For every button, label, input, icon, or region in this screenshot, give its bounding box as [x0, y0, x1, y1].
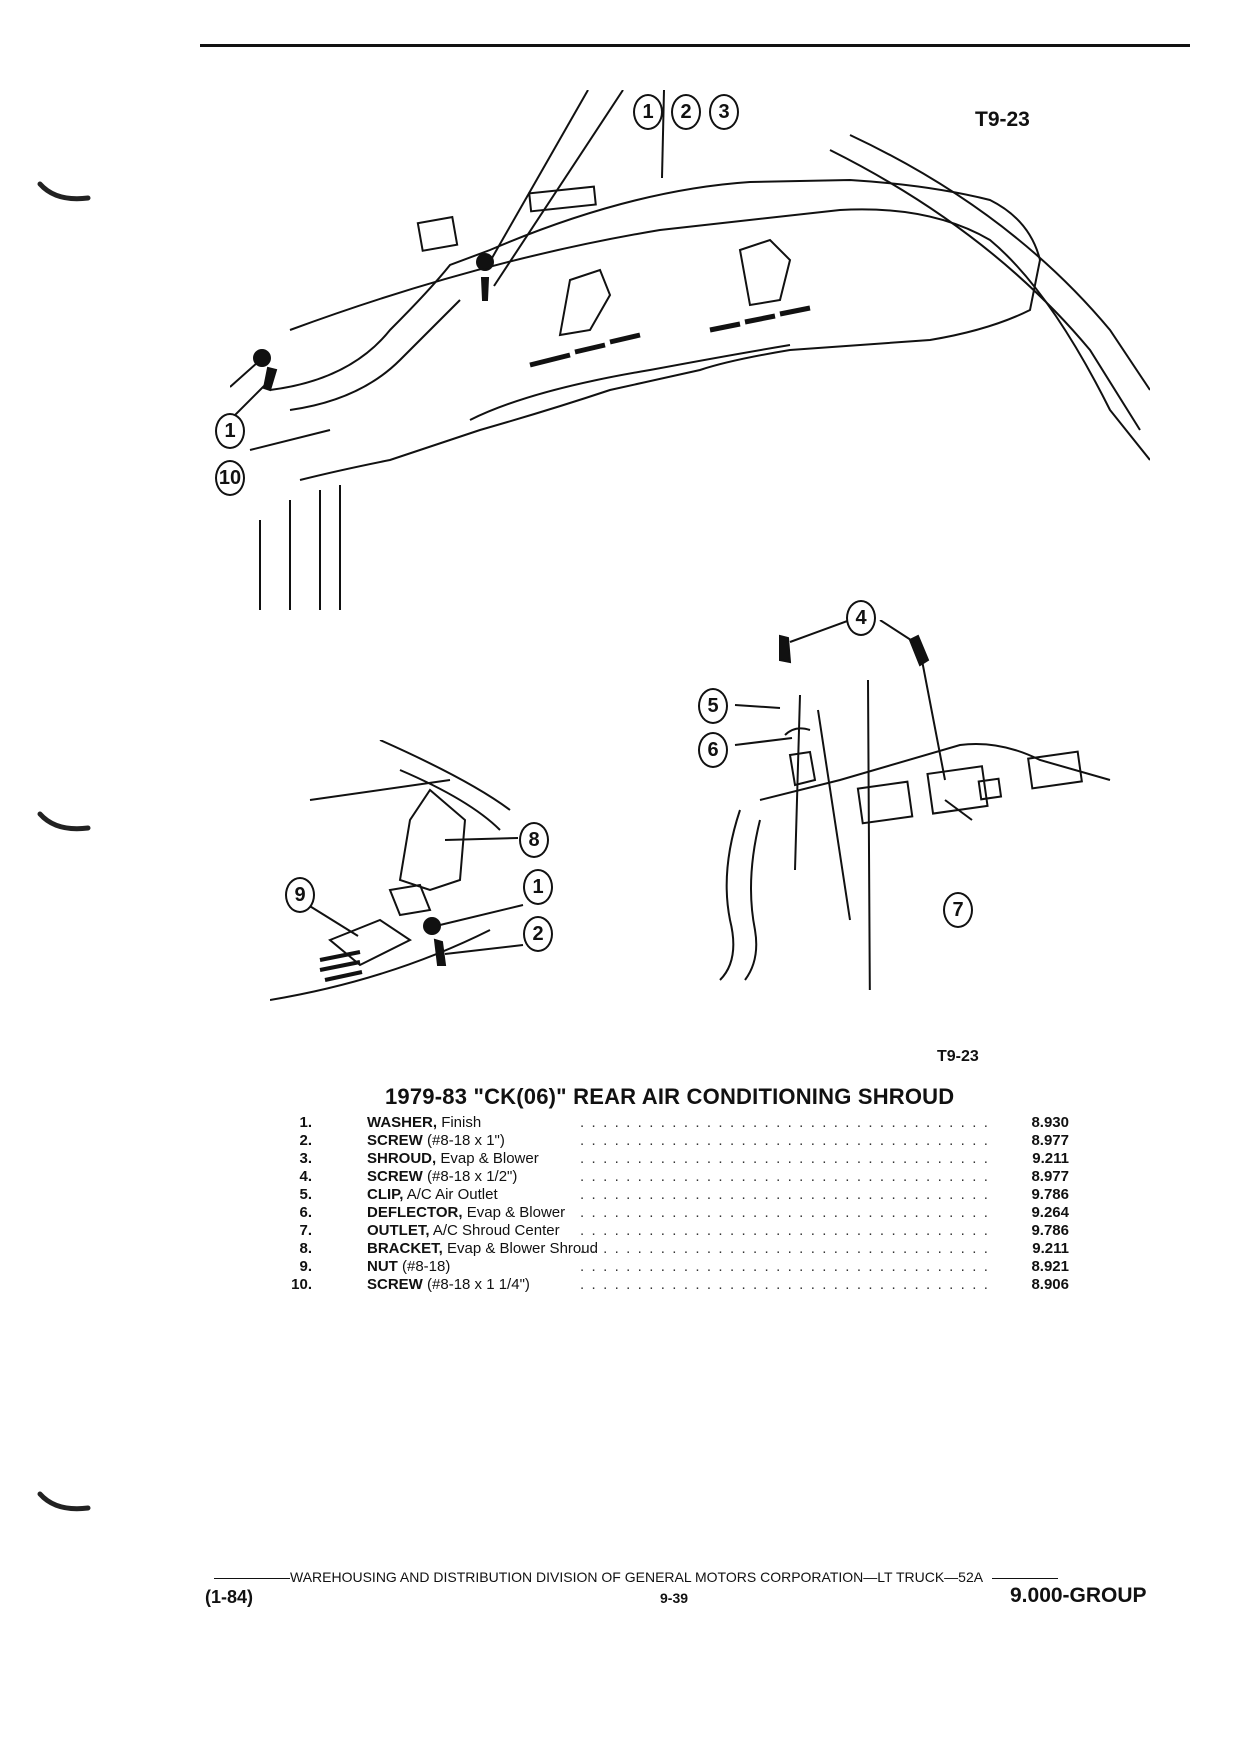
- footer-page-number: 9-39: [660, 1590, 689, 1606]
- part-description: Evap & Blower Shroud: [447, 1240, 598, 1257]
- leader-dots: . . . . . . . . . . . . . . . . . . . . …: [580, 1258, 990, 1275]
- callout-10: 10: [215, 460, 245, 496]
- part-number: 6.: [299, 1204, 312, 1221]
- part-name: SHROUD,: [367, 1150, 437, 1167]
- callout-2: 2: [523, 916, 553, 952]
- callout-1: 1: [215, 413, 245, 449]
- group-reference: 9.211: [1032, 1150, 1069, 1167]
- group-reference: 8.977: [1031, 1168, 1069, 1185]
- part-row: 5. CLIP, A/C Air Outlet . . . . . . . . …: [280, 1186, 1080, 1204]
- part-number: 4.: [299, 1168, 312, 1185]
- part-number: 9.: [299, 1258, 312, 1275]
- part-number: 10.: [291, 1276, 312, 1293]
- callout-6: 6: [698, 732, 728, 768]
- part-description: Evap & Blower: [440, 1150, 539, 1167]
- footer-division-line: WAREHOUSING AND DISTRIBUTION DIVISION OF…: [214, 1569, 1164, 1585]
- part-row: 1. WASHER, Finish . . . . . . . . . . . …: [280, 1114, 1080, 1132]
- callout-5: 5: [698, 688, 728, 724]
- part-description: (#8-18): [402, 1258, 451, 1275]
- header-rule: [200, 44, 1190, 47]
- part-row: 9. NUT (#8-18) . . . . . . . . . . . . .…: [280, 1258, 1080, 1276]
- group-reference: 8.921: [1031, 1258, 1069, 1275]
- part-number: 3.: [299, 1150, 312, 1167]
- leader-dots: . . . . . . . . . . . . . . . . . . . . …: [580, 1114, 990, 1131]
- part-row: 6. DEFLECTOR, Evap & Blower . . . . . . …: [280, 1204, 1080, 1222]
- callout-7: 7: [943, 892, 973, 928]
- footer-date: (1-84): [205, 1587, 254, 1607]
- leader-dots: . . . . . . . . . . . . . . . . . . . . …: [580, 1276, 990, 1293]
- leader-dots: . . . . . . . . . . . . . . . . . . . . …: [580, 1168, 990, 1185]
- bracket-detail-illustration: [270, 740, 524, 1001]
- part-description: A/C Air Outlet: [406, 1186, 498, 1203]
- group-reference: 8.977: [1031, 1132, 1069, 1149]
- part-number: 7.: [299, 1222, 312, 1239]
- part-name: SCREW: [367, 1276, 423, 1293]
- part-number: 8.: [299, 1240, 312, 1257]
- part-description: (#8-18 x 1 1/4"): [427, 1276, 530, 1293]
- part-name: NUT: [367, 1258, 398, 1275]
- part-name: BRACKET,: [367, 1240, 443, 1257]
- part-row: 4. SCREW (#8-18 x 1/2") . . . . . . . . …: [280, 1168, 1080, 1186]
- callout-2: 2: [671, 94, 701, 130]
- footer-division-text: WAREHOUSING AND DISTRIBUTION DIVISION OF…: [290, 1569, 983, 1585]
- leader-dots: . . . . . . . . . . . . . . . . . . . . …: [580, 1222, 990, 1239]
- shroud-assembly-illustration: [230, 90, 1150, 610]
- group-reference: 9.264: [1031, 1204, 1069, 1221]
- leader-dots: . . . . . . . . . . . . . . . . . . . . …: [580, 1204, 990, 1221]
- group-reference: 9.786: [1031, 1222, 1069, 1239]
- part-number: 1.: [299, 1114, 312, 1131]
- part-row: 3. SHROUD, Evap & Blower . . . . . . . .…: [280, 1150, 1080, 1168]
- part-name: OUTLET,: [367, 1222, 430, 1239]
- callout-1: 1: [523, 869, 553, 905]
- callout-1: 1: [633, 94, 663, 130]
- leader-dots: . . . . . . . . . . . . . . . . . . . . …: [580, 1150, 990, 1167]
- group-reference: 9.211: [1032, 1240, 1069, 1257]
- callout-8: 8: [519, 822, 549, 858]
- binder-hole-mark: [37, 811, 91, 832]
- group-reference: 8.906: [1031, 1276, 1069, 1293]
- footer-group: 9.000-GROUP: [1010, 1584, 1147, 1607]
- figure-tag: T9-23: [937, 1048, 979, 1065]
- part-description: Finish: [441, 1114, 482, 1131]
- part-row: 7. OUTLET, A/C Shroud Center . . . . . .…: [280, 1222, 1080, 1240]
- part-name: DEFLECTOR,: [367, 1204, 463, 1221]
- binder-hole-mark: [37, 181, 91, 202]
- part-name: SCREW: [367, 1168, 423, 1185]
- callout-9: 9: [285, 877, 315, 913]
- part-description: A/C Shroud Center: [432, 1222, 560, 1239]
- part-name: CLIP,: [367, 1186, 404, 1203]
- callout-4: 4: [846, 600, 876, 636]
- part-row: 2. SCREW (#8-18 x 1") . . . . . . . . . …: [280, 1132, 1080, 1150]
- part-name: WASHER,: [367, 1114, 438, 1131]
- part-description: (#8-18 x 1"): [427, 1132, 505, 1149]
- part-row: 10. SCREW (#8-18 x 1 1/4") . . . . . . .…: [280, 1276, 1080, 1294]
- parts-list-title: 1979-83 "CK(06)" REAR AIR CONDITIONING S…: [385, 1084, 955, 1109]
- part-row: 8. BRACKET, Evap & Blower Shroud . . . .…: [280, 1240, 1080, 1258]
- callout-3: 3: [709, 94, 739, 130]
- part-number: 2.: [299, 1132, 312, 1149]
- part-number: 5.: [299, 1186, 312, 1203]
- outlet-detail-illustration: [719, 620, 1111, 990]
- part-name: SCREW: [367, 1132, 423, 1149]
- part-description: Evap & Blower: [466, 1204, 566, 1221]
- part-description: (#8-18 x 1/2"): [427, 1168, 518, 1185]
- leader-dots: . . . . . . . . . . . . . . . . . . . . …: [580, 1186, 990, 1203]
- figure-tag: T9-23: [975, 108, 1030, 131]
- binder-hole-mark: [37, 1491, 91, 1512]
- group-reference: 9.786: [1031, 1186, 1069, 1203]
- leader-dots: . . . . . . . . . . . . . . . . . . . . …: [580, 1240, 990, 1257]
- group-reference: 8.930: [1031, 1114, 1069, 1131]
- leader-dots: . . . . . . . . . . . . . . . . . . . . …: [580, 1132, 990, 1149]
- parts-list: 1. WASHER, Finish . . . . . . . . . . . …: [280, 1114, 1080, 1294]
